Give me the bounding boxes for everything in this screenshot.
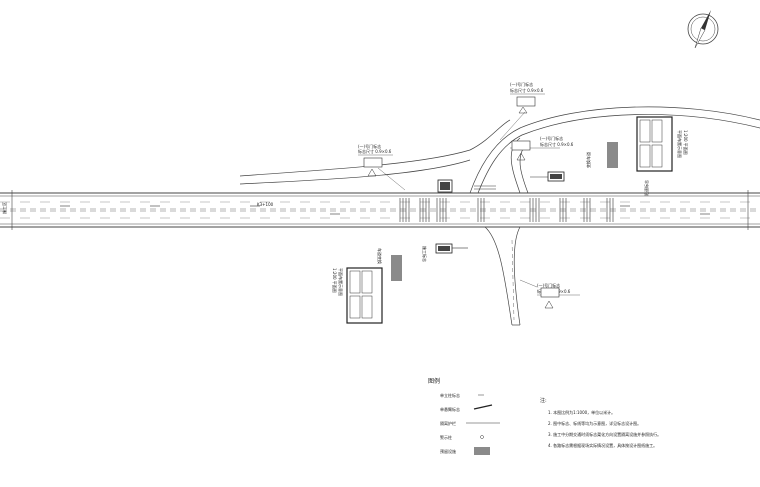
vertical-label-4: 车道变换 [377, 248, 383, 264]
west-tag: 施工区 [1, 202, 7, 214]
vertical-label-3: 施工标志 [422, 246, 428, 262]
sign-center-title: (一)号门标志 [540, 135, 563, 141]
note-0: 1. 本图比例为1:1000，单位以米计。 [548, 409, 615, 415]
sign-left-sub: 标志尺寸 0.9×0.6 [358, 148, 392, 154]
sign-north: (一)号门标志 标志尺寸 0.9×0.6 [499, 81, 545, 141]
note-3: 4. 各路标志需根据现场实际情况设置，具体按设计图纸施工。 [548, 442, 657, 448]
sign-north-sub: 标志尺寸 0.9×0.6 [510, 87, 544, 93]
detail-east-title: 平面布置示意图 [677, 130, 683, 158]
north-road [239, 106, 760, 194]
legend-label-1: 单悬臂标志 [440, 406, 460, 412]
sign-north-title: (一)号门标志 [510, 81, 533, 87]
legend-label-4: 预留设施 [440, 448, 456, 454]
signal-devices [435, 171, 565, 254]
detail-box-west: 平面布置示意图 1:200 平面图 [332, 267, 383, 324]
legend: 图例 单立柱标志 单悬臂标志 隔离护栏 警示柱 预留设施 [428, 377, 500, 455]
sign-south-title: (一)号门标志 [537, 282, 560, 288]
vertical-label-2: 限速标志 [643, 180, 649, 196]
main-road [0, 192, 760, 228]
detail-east-caption: 1:200 平面图 [683, 130, 689, 155]
cantilever-icon [473, 404, 493, 410]
station-label: K3+100 [257, 202, 274, 207]
notes: 注: 1. 本图比例为1:1000，单位以米计。 2. 图中标志、标线等均为示意… [540, 397, 661, 448]
reserved-icon [474, 447, 490, 455]
crosswalks [399, 185, 614, 222]
reserved-block-west [391, 255, 402, 281]
sign-south: (一)号门标志 标志尺寸 0.9×0.6 [519, 279, 580, 309]
legend-label-3: 警示柱 [440, 434, 452, 440]
south-road [484, 226, 521, 326]
legend-label-0: 单立柱标志 [440, 392, 460, 398]
vertical-label-1: 变换车道 [585, 152, 591, 168]
sign-left-title: (一)号门标志 [358, 143, 381, 149]
detail-west-caption: 1:200 平面图 [332, 268, 338, 293]
sign-left: (一)号门标志 标志尺寸 0.9×0.6 [358, 143, 406, 191]
sign-center-sub: 标志尺寸 0.9×0.6 [540, 141, 574, 147]
detail-box-east: 平面布置示意图 1:200 平面图 [636, 116, 689, 172]
post-icon [480, 435, 484, 439]
sign-center: (一)号门标志 标志尺寸 0.9×0.6 [510, 135, 574, 161]
legend-title: 图例 [428, 377, 440, 385]
detail-west-title: 平面布置示意图 [338, 268, 344, 296]
notes-title: 注: [540, 397, 547, 404]
note-2: 3. 施工中分期交通时须标志渠化方向设置隔离设施并参照执行。 [548, 431, 661, 437]
lane-arrows [60, 205, 710, 215]
legend-label-2: 隔离护栏 [440, 420, 456, 426]
north-arrow-icon [687, 10, 719, 49]
note-1: 2. 图中标志、标线等均为示意图，详见标志设计图。 [548, 420, 641, 426]
reserved-block-east [607, 142, 618, 168]
